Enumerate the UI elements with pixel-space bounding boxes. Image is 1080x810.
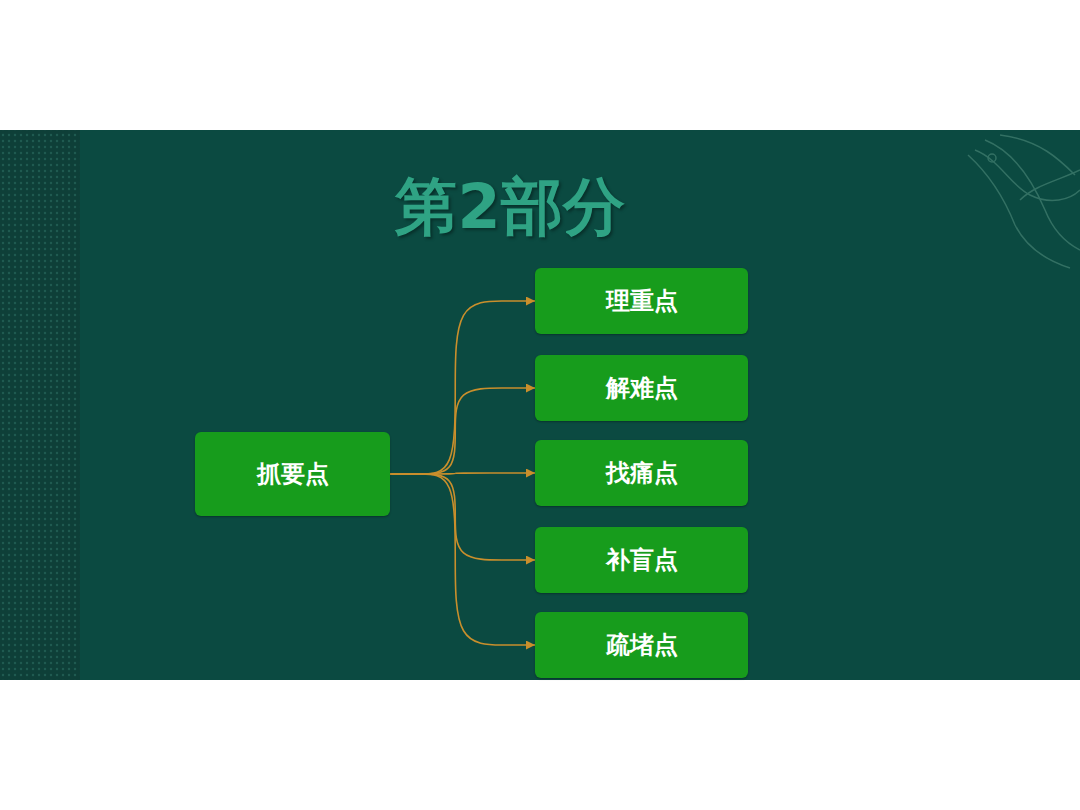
branch-box: 补盲点 — [535, 527, 748, 593]
branch-box: 解难点 — [535, 355, 748, 421]
branch-box: 理重点 — [535, 268, 748, 334]
root-box: 抓要点 — [195, 432, 390, 516]
node-label: 理重点 — [606, 285, 678, 317]
node-label: 补盲点 — [606, 544, 678, 576]
connector-arrow — [390, 301, 535, 474]
node-label: 解难点 — [606, 372, 678, 404]
node-label: 疏堵点 — [606, 629, 678, 661]
panel — [0, 130, 1080, 680]
phoenix-ornament — [968, 135, 1080, 268]
branch-box: 疏堵点 — [535, 612, 748, 678]
connector-arrow — [390, 474, 535, 645]
node-label: 抓要点 — [257, 458, 329, 490]
connector-arrow — [390, 474, 535, 560]
title: 第2部分 — [0, 165, 1020, 249]
connector-arrow — [390, 388, 535, 474]
node-label: 找痛点 — [606, 457, 678, 489]
texture-strip — [0, 130, 80, 680]
branch-box: 找痛点 — [535, 440, 748, 506]
